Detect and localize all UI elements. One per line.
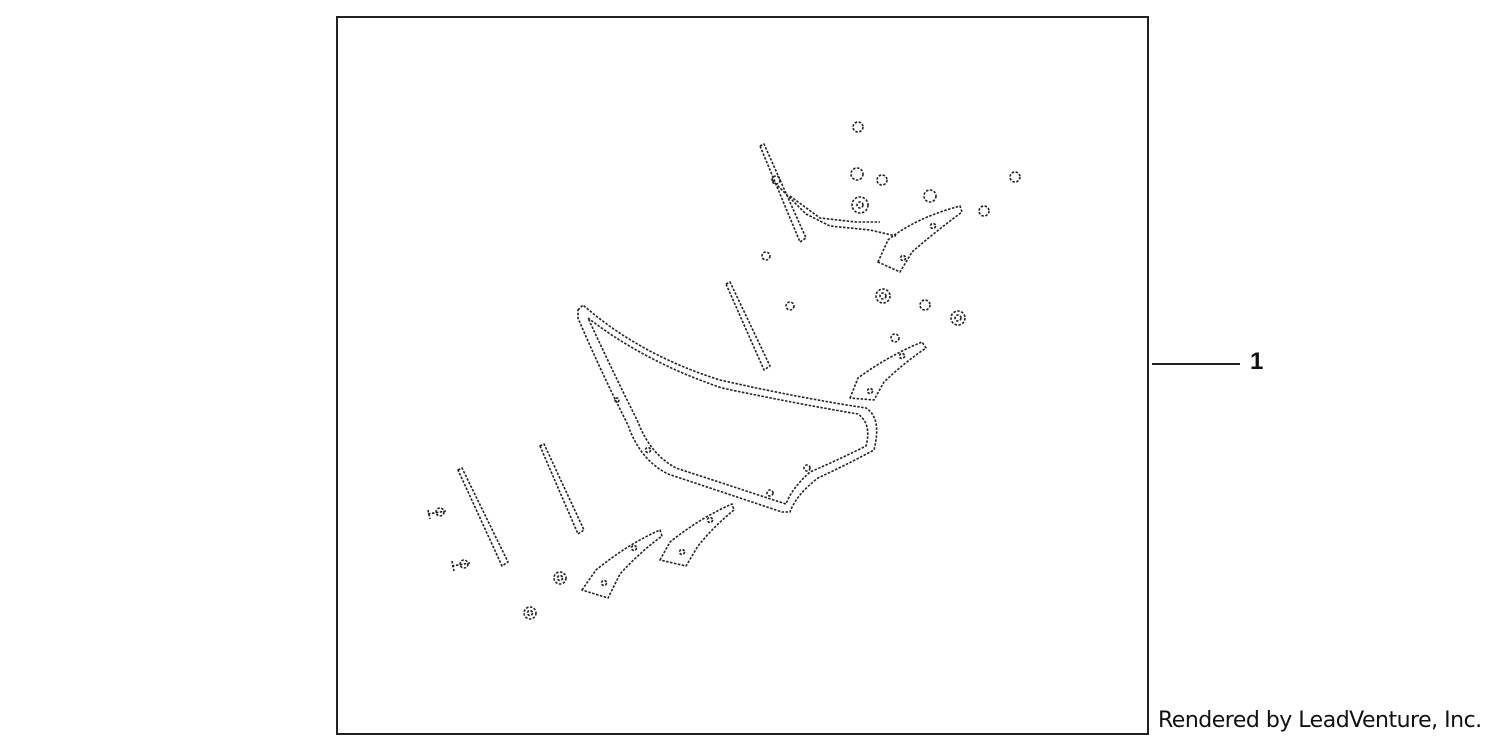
fastener-parts	[427, 121, 1021, 620]
bracket-parts	[581, 205, 963, 599]
render-credit: Rendered by LeadVenture, Inc.	[1158, 708, 1482, 733]
diagram-frame	[336, 16, 1149, 735]
callout-number: 1	[1250, 348, 1264, 375]
support-rod-parts	[457, 143, 897, 567]
side-panel-part	[577, 304, 878, 513]
